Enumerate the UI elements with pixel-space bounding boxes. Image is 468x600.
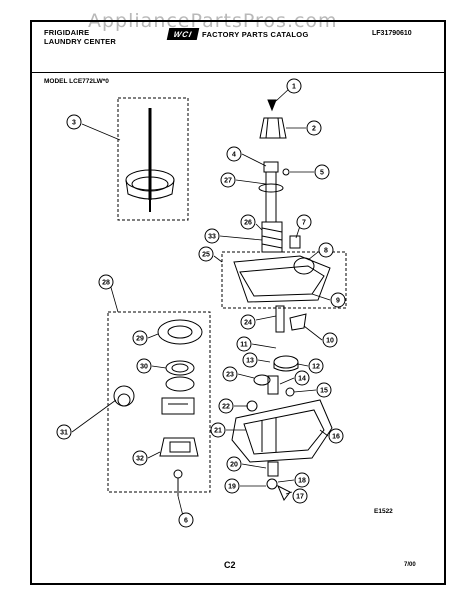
svg-text:32: 32 [136, 456, 144, 463]
callout-4: 4 [226, 146, 242, 162]
header-divider [30, 72, 446, 73]
diagram-code: E1522 [374, 508, 393, 515]
callout-17: 17 [292, 488, 308, 504]
callout-2: 2 [306, 120, 322, 136]
svg-text:15: 15 [320, 388, 328, 395]
date-code: 7/00 [404, 562, 416, 568]
callout-20: 20 [226, 456, 242, 472]
svg-text:24: 24 [244, 320, 252, 327]
callouts: 1 2 3 4 5 6 7 8 9 10 11 12 13 14 15 16 1… [56, 78, 346, 528]
model-label: MODEL LCE772LW*0 [44, 78, 109, 85]
brand-block: FRIGIDAIRE LAUNDRY CENTER [44, 28, 116, 46]
callout-22: 22 [218, 398, 234, 414]
svg-text:12: 12 [312, 364, 320, 371]
svg-text:21: 21 [214, 428, 222, 435]
callout-16: 16 [328, 428, 344, 444]
svg-text:4: 4 [232, 152, 236, 159]
callout-32: 32 [132, 450, 148, 466]
svg-text:20: 20 [230, 462, 238, 469]
svg-text:6: 6 [184, 518, 188, 525]
svg-text:26: 26 [244, 220, 252, 227]
callout-27: 27 [220, 172, 236, 188]
callout-28: 28 [98, 274, 114, 290]
svg-text:10: 10 [326, 338, 334, 345]
svg-text:28: 28 [102, 280, 110, 287]
callout-13: 13 [242, 352, 258, 368]
callout-15: 15 [316, 382, 332, 398]
brand-product-line: LAUNDRY CENTER [44, 37, 116, 46]
callout-12: 12 [308, 358, 324, 374]
callout-29: 29 [132, 330, 148, 346]
svg-text:14: 14 [298, 376, 306, 383]
callout-11: 11 [236, 336, 252, 352]
callout-14: 14 [294, 370, 310, 386]
svg-text:5: 5 [320, 170, 324, 177]
svg-text:30: 30 [140, 364, 148, 371]
svg-text:31: 31 [60, 430, 68, 437]
svg-text:2: 2 [312, 126, 316, 133]
leader-lines [71, 87, 331, 521]
callout-24: 24 [240, 314, 256, 330]
svg-text:16: 16 [332, 434, 340, 441]
callout-26: 26 [240, 214, 256, 230]
svg-text:25: 25 [202, 252, 210, 259]
callout-31: 31 [56, 424, 72, 440]
spin-tube-stack [258, 99, 315, 275]
page-frame [30, 20, 446, 585]
catalog-number: LF31790610 [372, 30, 412, 37]
svg-text:23: 23 [226, 372, 234, 379]
callout-1: 1 [286, 78, 302, 94]
brake-housing-box [221, 251, 347, 333]
catalog-title: FACTORY PARTS CATALOG [202, 29, 309, 39]
callout-6: 6 [178, 512, 194, 528]
svg-text:3: 3 [72, 120, 76, 127]
svg-text:1: 1 [292, 84, 296, 91]
svg-text:17: 17 [296, 494, 304, 501]
callout-33: 33 [204, 228, 220, 244]
agitator-assembly-box [117, 97, 189, 221]
svg-text:7: 7 [302, 220, 306, 227]
callout-21: 21 [210, 422, 226, 438]
callout-5: 5 [314, 164, 330, 180]
svg-text:27: 27 [224, 178, 232, 185]
callout-18: 18 [294, 472, 310, 488]
svg-text:22: 22 [222, 404, 230, 411]
svg-text:13: 13 [246, 358, 254, 365]
callout-8: 8 [318, 242, 334, 258]
catalog-header: WCI FACTORY PARTS CATALOG [166, 28, 309, 40]
svg-text:11: 11 [240, 342, 248, 349]
svg-text:9: 9 [336, 298, 340, 305]
svg-text:33: 33 [208, 234, 216, 241]
svg-text:19: 19 [228, 484, 236, 491]
svg-text:8: 8 [324, 248, 328, 255]
gear-case-assembly [231, 355, 333, 501]
callout-25: 25 [198, 246, 214, 262]
callout-19: 19 [224, 478, 240, 494]
bearing-kit-box [107, 311, 211, 496]
callout-9: 9 [330, 292, 346, 308]
callout-30: 30 [136, 358, 152, 374]
page-number: C2 [224, 560, 236, 570]
callout-7: 7 [296, 214, 312, 230]
callout-23: 23 [222, 366, 238, 382]
callout-10: 10 [322, 332, 338, 348]
svg-text:29: 29 [136, 336, 144, 343]
callout-3: 3 [66, 114, 82, 130]
brand-name: FRIGIDAIRE [44, 28, 90, 37]
svg-text:18: 18 [298, 478, 306, 485]
